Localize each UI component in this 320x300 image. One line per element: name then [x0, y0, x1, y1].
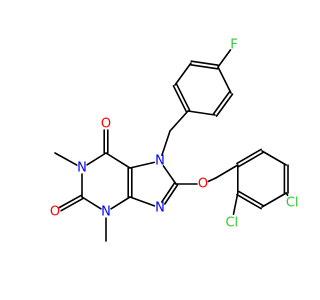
atom-label-cl4: Cl: [286, 196, 299, 211]
bond-fpc1-fpc2-a: [175, 83, 191, 111]
bond-n7-ch2f: [161, 130, 171, 157]
bond-c6-n1: [86, 152, 107, 166]
bond-fpc3-fpc4-b: [190, 60, 220, 66]
bond-fpc2-fpc3: [174, 62, 192, 86]
bond-arc6-cl2: [232, 192, 239, 215]
bond-arc4-arc5: [261, 192, 288, 208]
bond-n7-c8: [162, 165, 177, 185]
bond-n3-c4: [110, 196, 131, 210]
bond-arc4-cl4: [285, 192, 289, 197]
bond-c5-c6: [105, 152, 131, 169]
bond-n1-me1: [54, 152, 78, 166]
bond-arc1-arc2-b: [236, 148, 262, 165]
bond-c2-o2-b: [60, 197, 84, 212]
bond-fpc4-fpc5: [217, 66, 232, 94]
bond-ch2f-fpc1: [169, 110, 189, 132]
bond-n9-c4: [129, 196, 156, 207]
bond-c2-n3: [81, 196, 102, 210]
atom-label-o8: O: [198, 177, 208, 192]
bond-arc5-arc6-a: [237, 190, 264, 207]
atom-label-n7: N: [155, 154, 165, 169]
atom-label-cl2: Cl: [225, 216, 238, 231]
bond-fpc5-fpc6-b: [215, 93, 234, 117]
bond-arc1-arc2-a: [237, 151, 264, 168]
bond-o8-ch2b: [207, 177, 217, 183]
bond-c2-o2-a: [58, 194, 82, 209]
bond-fpc3-fpc4-a: [189, 64, 219, 70]
atom-label-o2: O: [50, 205, 60, 220]
bond-arc2-arc3: [261, 150, 288, 166]
bond-c5-n7: [129, 161, 155, 169]
atom-label-n9: N: [155, 201, 165, 216]
atom-label-f: F: [230, 38, 237, 53]
bond-fpc5-fpc6-a: [212, 91, 231, 115]
bond-c8-n9-a: [161, 182, 176, 203]
atom-label-n1: N: [77, 161, 87, 176]
bond-c8-n9-b: [164, 184, 179, 205]
bond-fpc1-fpc2-b: [172, 85, 188, 113]
atom-label-o6: O: [101, 117, 111, 132]
bond-arc5-arc6-b: [236, 193, 262, 210]
atom-label-n3: N: [101, 205, 111, 220]
bond-fpc6-fpc1: [187, 110, 216, 116]
bond-fpc4-f: [217, 49, 232, 68]
bond-ch2b-arc1: [215, 164, 239, 179]
bond-layer: [54, 49, 289, 242]
